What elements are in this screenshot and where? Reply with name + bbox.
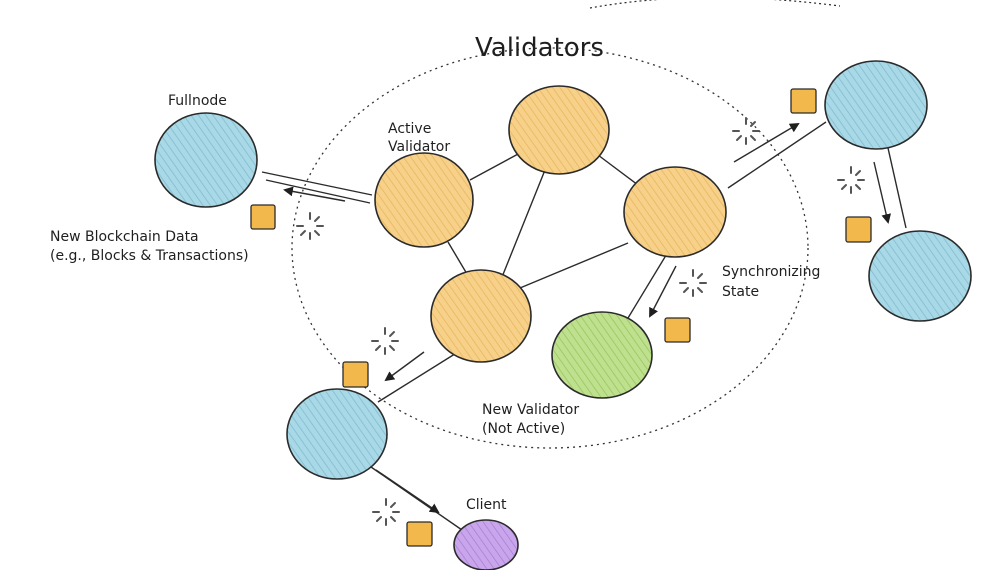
validator-mesh-edges — [447, 152, 639, 289]
data-packet-icon — [845, 216, 872, 243]
data-packet-icon — [664, 317, 691, 343]
new-validator-line-1 — [627, 251, 669, 319]
right-link-line-1 — [727, 121, 827, 189]
fullnode-arrow — [283, 186, 346, 202]
new-validator-label-line2: (Not Active) — [482, 421, 565, 437]
validator-right-node — [623, 166, 727, 258]
bottom-left-arrow — [384, 351, 425, 382]
nodes — [154, 60, 972, 570]
right-arrow — [733, 122, 800, 163]
validator-top-node — [508, 85, 610, 175]
loading-spinner-icon — [371, 327, 399, 355]
edge-active-to-top — [469, 152, 521, 181]
fullnode-label: Fullnode — [168, 93, 227, 109]
new-validator-label-line1: New Validator — [482, 402, 579, 418]
loading-spinner-icon — [296, 212, 324, 240]
sync-label-line2: State — [722, 284, 759, 300]
data-packet-icon — [406, 521, 433, 547]
client-node — [453, 519, 519, 570]
data-packet-icon — [250, 204, 276, 230]
edge-top-to-right — [597, 154, 639, 186]
new-data-label-line1: New Blockchain Data — [50, 229, 199, 245]
validators-title: Validators — [475, 33, 604, 63]
sync-label-line1: Synchronizing — [722, 264, 820, 280]
loading-spinner-icon — [679, 269, 707, 297]
active-validator-label-line2: Validator — [388, 139, 450, 155]
new-data-label-line2: (e.g., Blocks & Transactions) — [50, 248, 249, 264]
client-label: Client — [466, 497, 507, 513]
edge-active-to-bottom — [447, 241, 468, 275]
client-arrow — [375, 469, 440, 514]
active-validator-node — [374, 152, 474, 248]
loading-spinner-icon — [372, 498, 400, 526]
background-dotted-arc — [589, 0, 841, 9]
client-line-1 — [357, 457, 463, 531]
validator-bottom-node — [430, 269, 532, 363]
bottom-left-line-1 — [377, 351, 459, 403]
new-validator-arrow — [649, 265, 677, 318]
validators-boundary — [291, 47, 809, 449]
data-flow-lines — [261, 121, 907, 531]
edge-right-to-bottom — [519, 242, 629, 289]
right-chain-arrow — [873, 161, 891, 224]
fullnode-bottom-right — [868, 230, 972, 322]
data-packets — [250, 88, 872, 547]
fullnode-bottom-left — [286, 388, 388, 480]
new-validator-node — [551, 311, 653, 399]
fullnode-top-right — [824, 60, 928, 150]
right-chain-line-1 — [887, 147, 907, 229]
fullnode-link-line-2 — [265, 179, 371, 204]
data-packet-icon — [790, 88, 817, 114]
active-validator-label-line1: Active — [388, 121, 431, 137]
loading-spinner-icon — [732, 117, 760, 145]
loading-spinner-icon — [837, 166, 865, 194]
fullnode-link-line-1 — [261, 171, 373, 196]
data-packet-icon — [342, 361, 369, 388]
edge-top-to-bottom — [499, 169, 546, 283]
fullnode-left — [154, 112, 258, 208]
